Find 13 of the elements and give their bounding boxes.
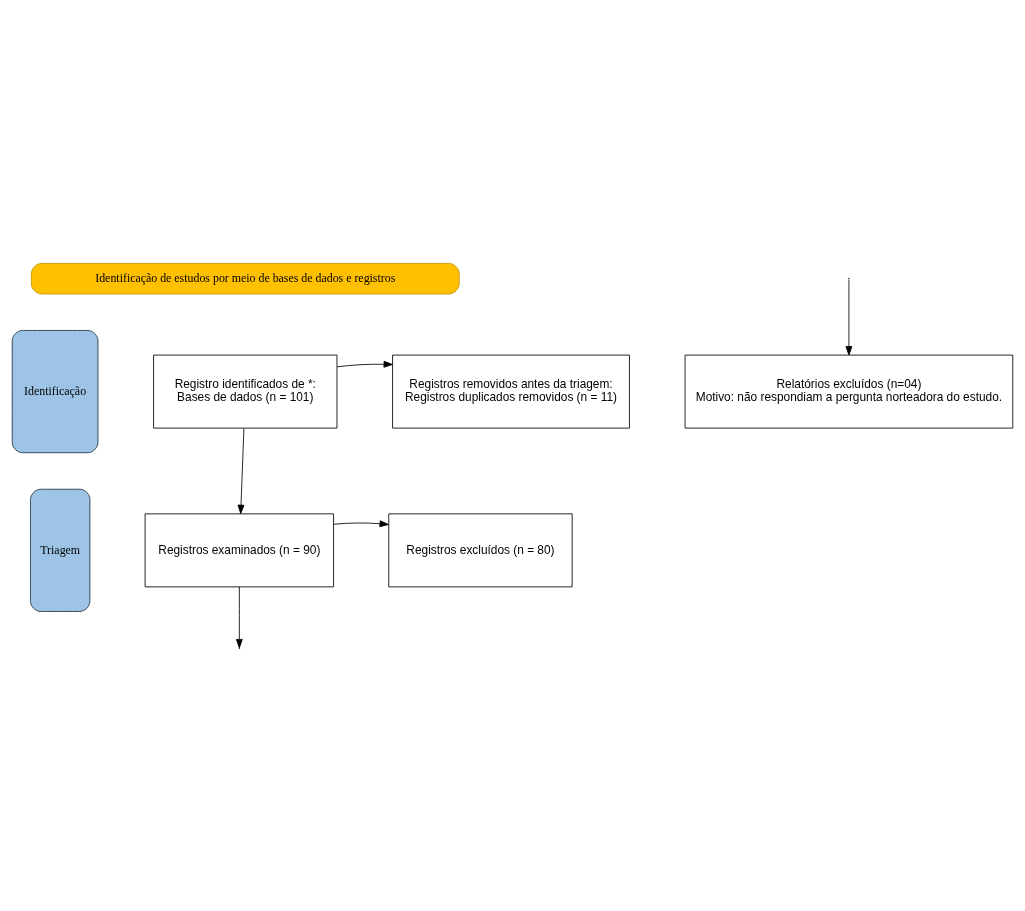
node-box: Identificação <box>11 329 99 453</box>
arrow <box>333 519 389 527</box>
node-box: Registro identificados de *: Bases de dados (n = 101) <box>153 354 338 429</box>
arrow <box>237 427 245 514</box>
node-box: Registros excluídos (n = 80) <box>388 512 573 587</box>
node-box: Registros examinados (n = 90) <box>144 512 334 587</box>
node-box: Identificação de estudos por meio de bases de dados e registros <box>30 262 460 294</box>
arrow <box>235 586 243 648</box>
node-box: Relatórios excluídos (n=04) Motivo: não respondiam a pergunta norteadora do estudo. <box>684 354 1014 429</box>
arrow <box>845 278 853 355</box>
node-box: Registros removidos antes da triagem: Registros duplicados removidos (n = 11) <box>392 354 630 429</box>
node-box: Triagem <box>30 488 91 612</box>
arrow <box>336 360 393 368</box>
